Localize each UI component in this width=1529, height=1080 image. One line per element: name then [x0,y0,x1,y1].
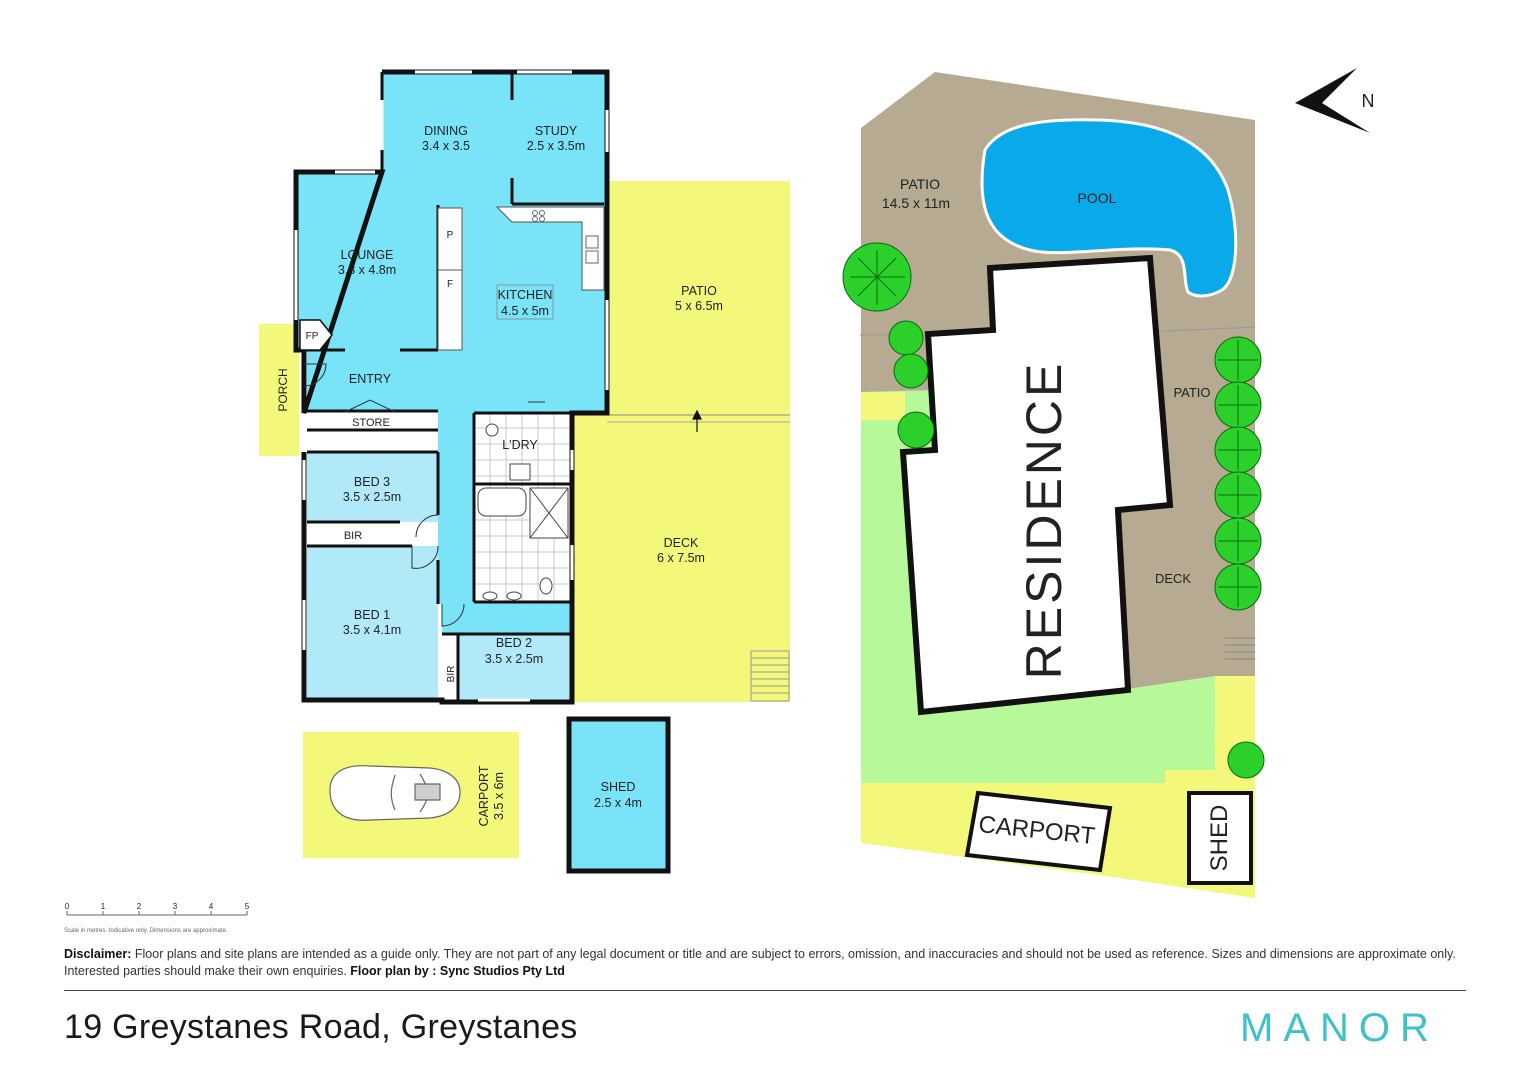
site-residence-label: RESIDENCE [1016,361,1072,680]
room-lounge-size: 3.8 x 4.8m [338,263,396,277]
site-pool-label: POOL [1078,190,1117,206]
scale-tick-4: 4 [209,902,214,911]
room-lounge-name: LOUNGE [341,248,394,262]
site-deck-label: DECK [1155,571,1191,586]
disclaimer: Disclaimer: Floor plans and site plans a… [64,946,1484,980]
floor-plan-labels: DINING 3.4 x 3.5 STUDY 2.5 x 3.5m LOUNGE… [276,124,723,826]
bir2-fill [442,634,458,702]
tree-detail [850,250,1258,607]
fridge-pantry-unit [437,207,463,351]
room-kitchen-name: KITCHEN [498,288,553,302]
scale-tick-2: 2 [137,902,142,911]
north-arrow-icon [1295,68,1370,133]
porch-label: PORCH [276,368,290,411]
room-dining-name: DINING [424,124,468,138]
site-shed-label: SHED [1206,805,1233,872]
room-shed-size: 2.5 x 4m [594,796,642,810]
room-bed2-size: 3.5 x 2.5m [485,652,543,666]
site-patio-side-label: PATIO [1173,385,1210,400]
scale-tick-0: 0 [65,902,70,911]
room-carport-name: CARPORT [477,765,491,826]
pantry-label: P [447,230,454,241]
porch-area [259,324,299,456]
divider [64,990,1466,991]
site-front-strip [861,392,905,420]
site-steps [1225,637,1255,660]
room-shed-name: SHED [601,780,636,794]
kitchen-bench [495,206,605,291]
deck-area [572,415,790,702]
car-icon [329,765,461,821]
floor-plan-credit: Floor plan by : Sync Studios Pty Ltd [350,964,565,978]
room-kitchen-size: 4.5 x 5m [501,304,549,318]
room-deck-name: DECK [664,536,699,550]
residence-outline [899,254,1174,716]
room-study-name: STUDY [535,124,578,138]
property-address: 19 Greystanes Road, Greystanes [64,1008,578,1046]
deck-steps [750,650,790,702]
room-patio-name: PATIO [681,284,717,298]
bir2-label: BIR [446,666,457,683]
disclaimer-text: Floor plans and site plans are intended … [64,947,1456,978]
brand-logo: MANOR [1240,1006,1439,1050]
site-patio-main-size: 14.5 x 11m [882,195,950,211]
bed1-fill [307,546,438,702]
bir-label: BIR [344,530,362,542]
disclaimer-label: Disclaimer: [64,947,132,961]
patio-area [607,181,790,415]
store-label: STORE [352,417,390,429]
scale-tick-1: 1 [101,902,106,911]
store-fill [307,411,438,430]
bathroom-fixtures [477,423,569,601]
pool-shape [980,118,1238,298]
cooktop-icon [532,210,545,222]
door-swings [303,363,545,627]
fireplace [299,319,333,351]
room-bed3-size: 3.5 x 2.5m [343,490,401,504]
north-label: N [1362,91,1375,111]
room-bed3-name: BED 3 [354,475,390,489]
scale-bar: 0 1 2 3 4 5 [65,902,250,916]
bed3-fill [307,452,438,522]
room-study-size: 2.5 x 3.5m [527,139,585,153]
shed-building [566,716,671,874]
room-patio-size: 5 x 6.5m [675,299,723,313]
site-patio-main-name: PATIO [900,176,940,192]
room-dining-size: 3.4 x 3.5 [422,139,470,153]
bir-fill [307,522,401,546]
room-bed1-name: BED 1 [354,608,390,622]
room-bed2-name: BED 2 [496,636,532,650]
site-shed [1187,791,1253,885]
floor-and-site-plan: DINING 3.4 x 3.5 STUDY 2.5 x 3.5m LOUNGE… [65,68,1375,916]
site-driveway [861,676,1255,898]
fridge-label: F [447,279,453,290]
fireplace-label: FP [306,331,319,342]
room-deck-size: 6 x 7.5m [657,551,705,565]
laundry-label: L'DRY [502,438,538,452]
room-bed1-size: 3.5 x 4.1m [343,623,401,637]
bed2-fill [458,634,572,702]
site-carport [964,790,1113,873]
room-carport-size: 3.5 x 6m [492,772,506,820]
scale-note: Scale in metres. Indicative only. Dimens… [64,928,228,934]
sink-icon [585,235,599,264]
scale-tick-5: 5 [245,902,250,911]
windows [294,70,609,702]
scale-tick-3: 3 [173,902,178,911]
entry-label: ENTRY [349,372,392,386]
stair-arrow-icon [692,409,702,432]
